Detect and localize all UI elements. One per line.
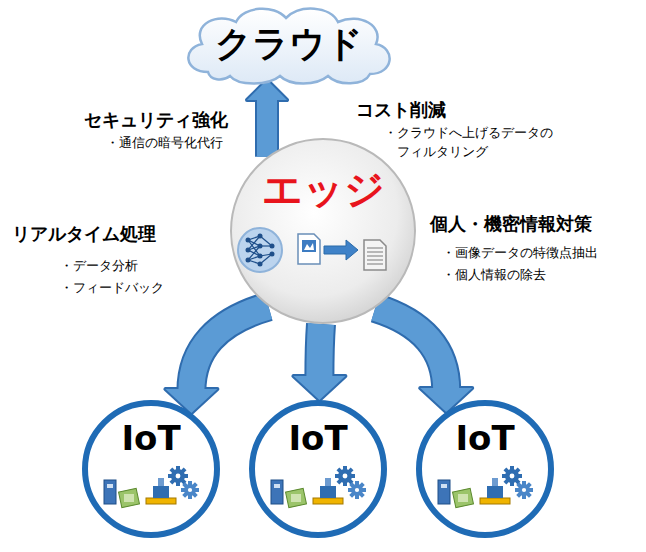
arrow-shaft xyxy=(375,308,446,390)
feature-note: ・個人情報の除去 xyxy=(442,266,546,285)
feature-heading: リアルタイム処理 xyxy=(12,221,156,247)
flow-arrow xyxy=(165,306,268,413)
feature-note: ・データ分析 xyxy=(60,257,138,276)
flow-arrow xyxy=(375,308,472,412)
arrow-outline xyxy=(375,308,446,390)
arrow-outline xyxy=(191,306,268,391)
node-title: エッジ xyxy=(228,162,418,217)
iot-circle: IoT xyxy=(247,398,389,540)
arrow-shaft xyxy=(191,306,268,391)
node-title: クラウド xyxy=(178,20,400,69)
arrow-outline xyxy=(319,324,321,378)
feature-note: ・フィードバック xyxy=(60,279,164,298)
arrow-head xyxy=(293,376,345,400)
feature-heading: 個人・機密情報対策 xyxy=(430,211,592,237)
arrow-shaft xyxy=(319,324,321,378)
node-title: IoT xyxy=(80,418,222,458)
iot-circle: IoT xyxy=(80,398,222,540)
arrow-outline xyxy=(255,98,279,157)
iot-circle: IoT xyxy=(414,398,556,540)
edge-circle-outline xyxy=(228,136,418,326)
edge-circle: エッジ xyxy=(228,136,418,326)
flow-arrow xyxy=(293,324,345,400)
node-title: IoT xyxy=(414,418,556,458)
feature-heading: コスト削減 xyxy=(356,97,446,123)
flow-arrow xyxy=(247,80,287,157)
node-title: IoT xyxy=(247,418,389,458)
arrow-head-outline xyxy=(293,376,345,400)
cloud-shape: クラウド xyxy=(178,2,400,86)
feature-note: ・クラウドへ上げるデータの フィルタリング xyxy=(384,124,557,162)
feature-note: ・通信の暗号化代行 xyxy=(106,134,223,153)
feature-note: ・画像データの特徴点抽出 xyxy=(442,244,598,263)
feature-heading: セキュリティ強化 xyxy=(84,107,228,133)
arrow-shaft xyxy=(257,98,277,157)
